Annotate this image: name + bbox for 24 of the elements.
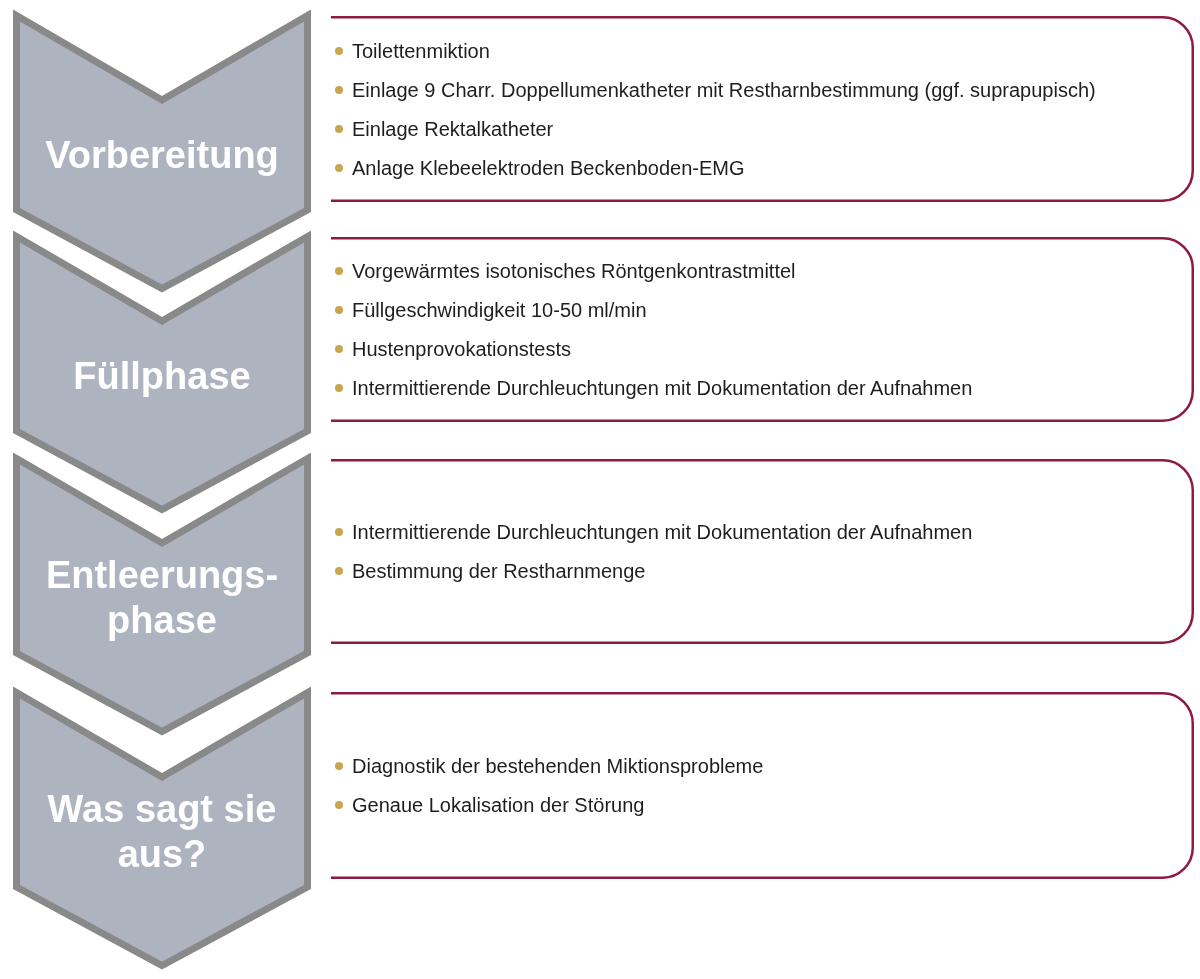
list-item: Einlage 9 Charr. Doppellumenkatheter mit Restharnbestimmung (ggf. suprapupisch) bbox=[352, 77, 1096, 102]
list-item: Anlage Klebeelektroden Beckenboden-EMG bbox=[352, 155, 745, 180]
list-item: Einlage Rektalkatheter bbox=[352, 116, 554, 141]
phase-title: Füllphase bbox=[73, 353, 251, 399]
phase-title: Entleerungs- phase bbox=[44, 553, 280, 643]
chevron-shape bbox=[13, 689, 311, 969]
list-item: Hustenprovokationstests bbox=[352, 337, 571, 361]
chevron-shape bbox=[13, 233, 311, 513]
bracket-panel bbox=[331, 237, 1194, 422]
list-item: Toilettenmiktion bbox=[352, 38, 490, 63]
list-item: Intermittierende Durchleuchtungen mit Dokumentation der Aufnahmen bbox=[352, 376, 973, 400]
list-item: Vorgewärmtes isotonisches Röntgenkontrastmittel bbox=[352, 259, 796, 283]
list-item: Intermittierende Durchleuchtungen mit Dokumentation der Aufnahmen bbox=[352, 520, 973, 544]
chevron-shape bbox=[13, 12, 311, 292]
list-item: Bestimmung der Restharnmenge bbox=[352, 559, 646, 583]
bracket-panel bbox=[331, 692, 1194, 879]
bracket-panel bbox=[331, 459, 1194, 644]
list-item: Genaue Lokalisation der Störung bbox=[352, 793, 645, 817]
list-item: Füllgeschwindigkeit 10-50 ml/min bbox=[352, 298, 647, 322]
list-item: Diagnostik der bestehenden Miktionsprobleme bbox=[352, 754, 764, 778]
phase-title: Was sagt sie aus? bbox=[46, 787, 278, 877]
chevron-shape bbox=[13, 455, 311, 735]
phase-title: Vorbereitung bbox=[45, 132, 279, 178]
bracket-panel bbox=[331, 16, 1194, 202]
